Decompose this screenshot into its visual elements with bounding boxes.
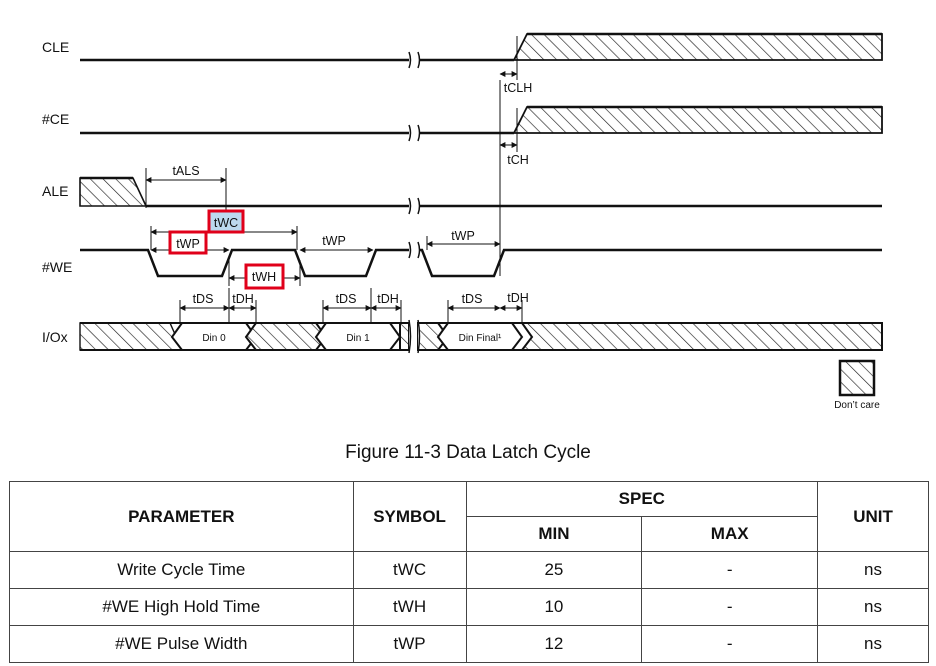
data-label-dinfinal: Din Final¹ <box>459 333 502 344</box>
timing-label-twp-3: tWP <box>451 229 475 243</box>
cell-symbol: tWH <box>352 588 467 626</box>
cell-min: 10 <box>465 588 643 626</box>
io-bus <box>79 322 883 351</box>
cell-max: - <box>641 588 819 626</box>
cell-max: - <box>641 551 819 589</box>
signal-label-ce: #CE <box>42 111 69 127</box>
timing-label-twp-2: tWP <box>322 234 346 248</box>
timing-label-tds-2: tDS <box>336 292 357 306</box>
timing-label-tals: tALS <box>172 164 199 178</box>
signal-label-io: I/Ox <box>42 329 68 345</box>
table-row: #WE Pulse Width tWP 12 - ns <box>9 625 929 663</box>
time-break-marks <box>408 51 421 354</box>
twh-highlight-box <box>244 263 285 290</box>
header-spec: SPEC <box>465 481 819 517</box>
figure-caption: Figure 11-3 Data Latch Cycle <box>345 442 591 463</box>
cell-parameter: Write Cycle Time <box>9 551 354 589</box>
timing-label-tclh: tCLH <box>504 81 532 95</box>
cle-waveform <box>80 32 883 62</box>
cell-unit: ns <box>817 551 929 589</box>
signal-label-cle: CLE <box>42 39 69 55</box>
timing-label-tdh-1: tDH <box>232 292 254 306</box>
header-max: MAX <box>641 516 819 552</box>
timing-label-twp-1: tWP <box>176 237 200 251</box>
table-row: #WE High Hold Time tWH 10 - ns <box>9 588 929 626</box>
timing-label-tdh-2: tDH <box>377 292 399 306</box>
twc-highlight-box <box>207 209 245 234</box>
header-unit: UNIT <box>817 481 929 552</box>
cell-unit: ns <box>817 625 929 663</box>
ce-waveform <box>80 105 883 135</box>
data-label-din1: Din 1 <box>346 333 370 344</box>
cell-parameter: #WE High Hold Time <box>9 588 354 626</box>
timing-label-tch: tCH <box>507 153 529 167</box>
dont-care-legend-label: Don’t care <box>834 400 880 411</box>
ale-waveform <box>79 176 882 208</box>
timing-label-tds-1: tDS <box>193 292 214 306</box>
signal-label-we: #WE <box>42 259 72 275</box>
signal-label-ale: ALE <box>42 183 68 199</box>
header-parameter: PARAMETER <box>9 481 354 552</box>
table-row: Write Cycle Time tWC 25 - ns <box>9 551 929 589</box>
timing-label-tdh-3: tDH <box>507 291 529 305</box>
timing-arrows <box>145 71 523 311</box>
cell-max: - <box>641 625 819 663</box>
data-label-din0: Din 0 <box>202 333 226 344</box>
header-min: MIN <box>465 516 643 552</box>
timing-spec-table: PARAMETER SYMBOL SPEC UNIT MIN MAX Write… <box>9 481 929 663</box>
cell-min: 25 <box>465 551 643 589</box>
cell-symbol: tWC <box>352 551 467 589</box>
twp-highlight-box <box>168 230 208 255</box>
cell-unit: ns <box>817 588 929 626</box>
table-header-row: PARAMETER SYMBOL SPEC UNIT <box>9 481 929 552</box>
dont-care-legend-icon <box>838 359 876 397</box>
header-symbol: SYMBOL <box>352 481 467 552</box>
timing-label-tds-3: tDS <box>462 292 483 306</box>
timing-label-twc: tWC <box>214 216 238 230</box>
cell-symbol: tWP <box>352 625 467 663</box>
timing-label-twh: tWH <box>252 270 276 284</box>
cell-parameter: #WE Pulse Width <box>9 625 354 663</box>
cell-min: 12 <box>465 625 643 663</box>
timing-diagram: CLE #CE ALE #WE I/Ox Din 0 Din 1 <box>42 32 883 411</box>
we-waveform <box>80 248 882 278</box>
